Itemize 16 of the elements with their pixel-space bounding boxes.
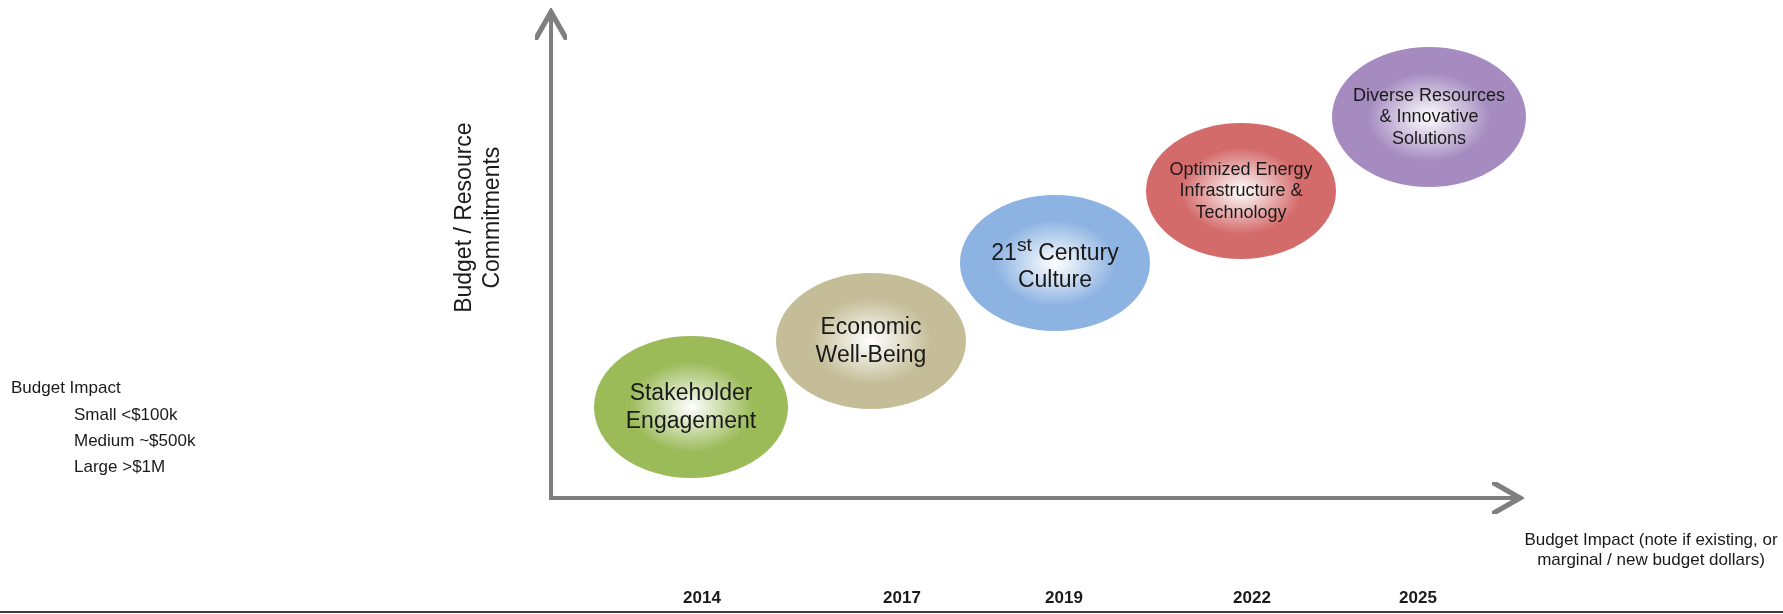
legend-title: Budget Impact xyxy=(11,378,122,399)
year-label: 2019 xyxy=(1044,588,1084,609)
year-label: 2017 xyxy=(882,588,922,609)
theme-label: Stakeholder Engagement xyxy=(624,379,758,435)
theme-label: Diverse Resources & Innovative Solutions xyxy=(1352,84,1506,150)
axis-title: Budget Impact (note if existing, or marginal / new budget dollars) xyxy=(1523,530,1779,571)
legend-item: Medium ~$500k xyxy=(74,431,197,452)
theme-label: Economic Well-Being xyxy=(814,313,928,369)
year-label: 2025 xyxy=(1398,588,1438,609)
year-label: 2022 xyxy=(1232,588,1272,609)
legend-item: Small <$100k xyxy=(74,405,179,426)
year-label: 2014 xyxy=(682,588,722,609)
theme-label: 21$^{st}$ Century Culture xyxy=(990,232,1120,294)
axis-title: Budget / Resource Commitments xyxy=(450,121,505,315)
theme-label: Optimized Energy Infrastructure & Technology xyxy=(1168,158,1314,224)
legend-item: Large >$1M xyxy=(74,457,167,478)
